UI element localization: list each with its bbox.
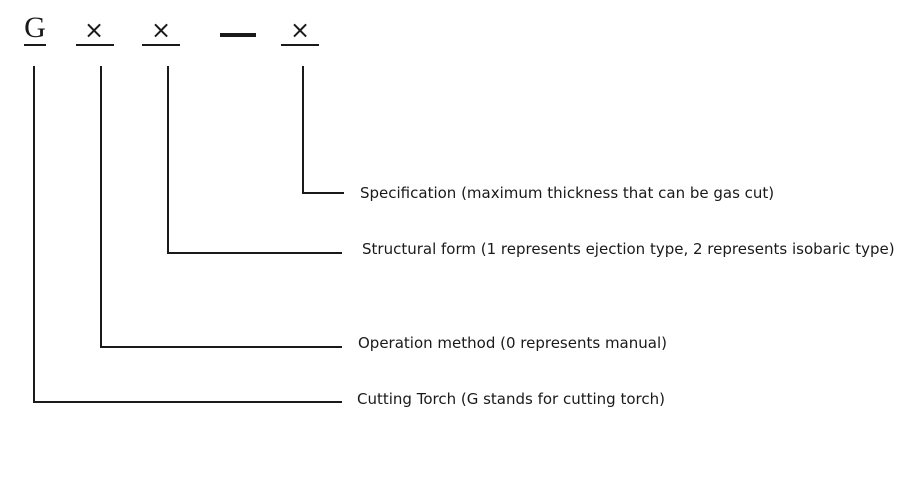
label-cutting-torch: Cutting Torch (G stands for cutting torc… bbox=[357, 390, 665, 408]
code-prefix-underline bbox=[24, 44, 46, 46]
connector-structural-form bbox=[167, 66, 342, 254]
code-placeholder-operation-underline bbox=[76, 44, 114, 46]
connector-specification bbox=[302, 66, 344, 194]
label-specification: Specification (maximum thickness that ca… bbox=[360, 184, 775, 202]
code-prefix-g: G bbox=[24, 11, 46, 44]
code-placeholder-specification-underline bbox=[281, 44, 319, 46]
label-structural-form: Structural form (1 represents ejection t… bbox=[362, 240, 895, 258]
label-operation-method: Operation method (0 represents manual) bbox=[358, 334, 667, 352]
connector-operation-method bbox=[100, 66, 342, 348]
code-placeholder-specification: × bbox=[289, 16, 311, 44]
code-placeholder-structure-underline bbox=[142, 44, 180, 46]
code-placeholder-operation: × bbox=[83, 16, 105, 44]
code-dash-separator bbox=[220, 33, 256, 37]
connector-cutting-torch bbox=[33, 66, 342, 403]
code-placeholder-structure: × bbox=[150, 16, 172, 44]
